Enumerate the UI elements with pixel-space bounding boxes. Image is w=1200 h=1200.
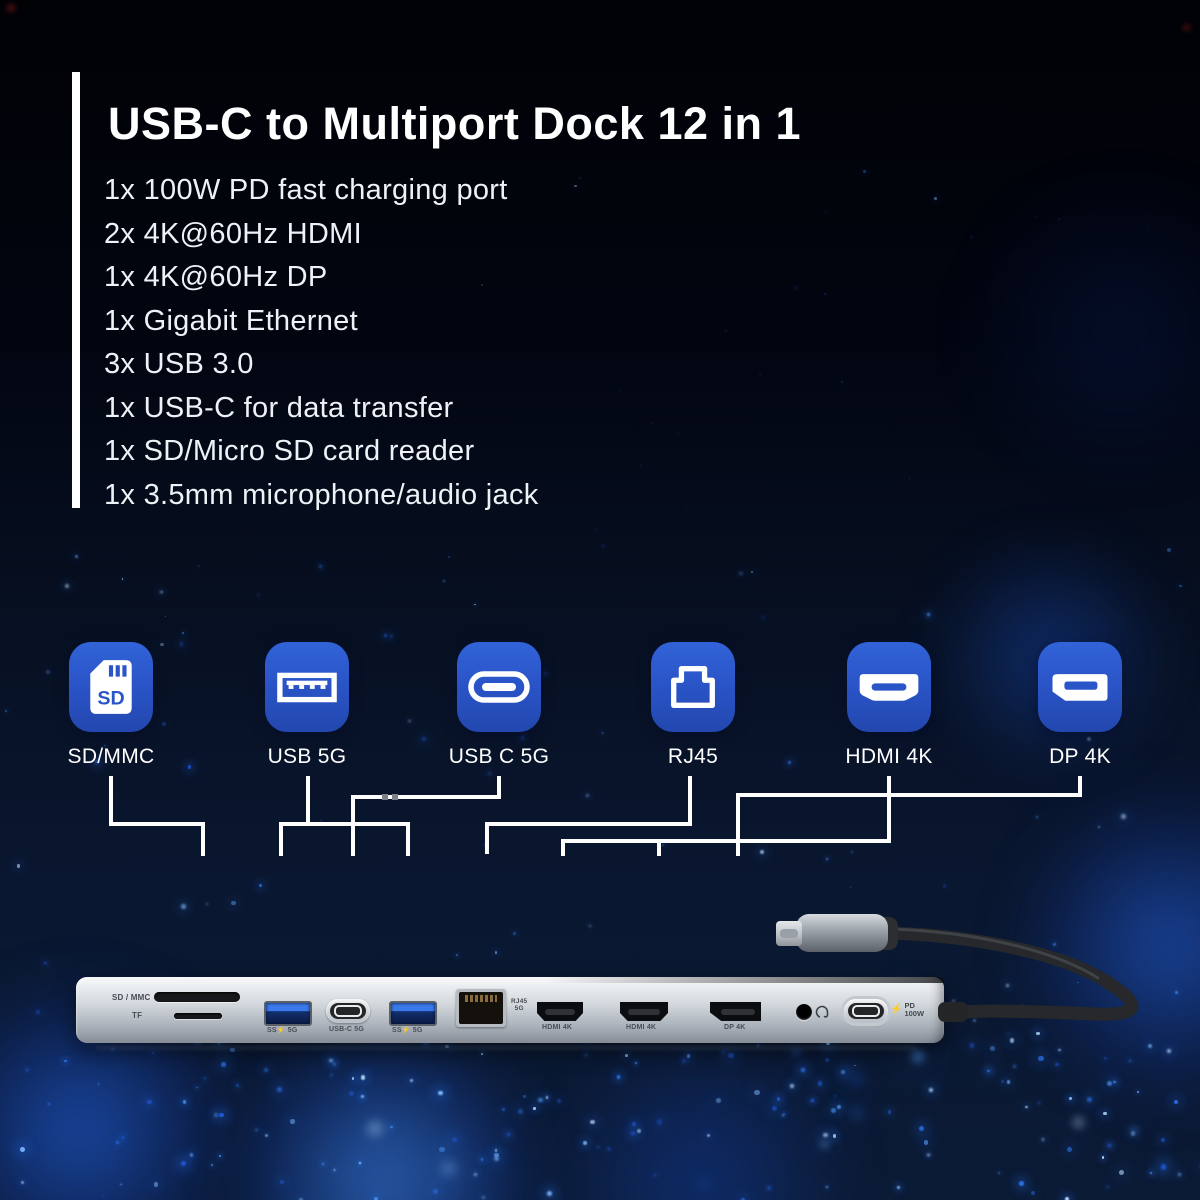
corner-speck [6,4,16,12]
icon-tile [457,642,541,732]
icon-tile [847,642,931,732]
port-icon-label: HDMI 4K [845,745,933,768]
port-icon-dp: DP 4K [1010,642,1150,769]
feature-item: 1x Gigabit Ethernet [104,304,358,337]
usb-a-port-1 [264,1001,312,1026]
hdmi-port-1 [537,1002,583,1021]
usb-c-icon [468,671,530,703]
audio-jack-port [796,1004,812,1020]
usb-a-port-2-label: SS⚡ 5G [392,1027,423,1034]
usb-c-data-port-label: USB-C 5G [329,1026,365,1033]
rj45-icon [671,666,715,708]
port-icon-label: SD/MMC [67,745,155,768]
feature-item: 1x 4K@60Hz DP [104,261,328,293]
icon-tile [265,642,349,732]
feature-item: 3x USB 3.0 [104,348,254,380]
headphone-icon [815,1005,829,1018]
dock-reflection [96,1046,916,1049]
port-icon-usb-a: USB 5G [237,642,377,769]
port-icon-label: USB 5G [267,745,347,768]
port-icon-rj45: RJ45 [623,642,763,769]
hdmi-port-1-label: HDMI 4K [542,1024,573,1031]
sd-card-icon: SD [90,660,132,714]
line-mark [392,794,398,800]
sd-slot-label: SD / MMC [112,993,151,1002]
title-accent-bar [72,72,80,508]
port-icon-sd: SD SD/MMC [41,642,181,769]
hdmi-port-2 [620,1002,668,1021]
svg-text:SD: SD [97,688,124,710]
feature-item: 1x 100W PD fast charging port [104,174,508,206]
icon-tile [1038,642,1122,732]
rj45-port [456,989,506,1027]
line-mark [382,794,388,800]
port-icon-usb-c: USB C 5G [429,642,569,769]
icon-tile [651,642,735,732]
usb-a-port-1-label: SS⚡ 5G [267,1027,298,1034]
hdmi-icon [859,674,919,701]
port-icon-label: DP 4K [1049,745,1111,768]
corner-speck [1182,24,1191,31]
dp-port-label: DP 4K [724,1024,746,1031]
port-icon-label: USB C 5G [448,745,550,768]
usb-a-port-2 [389,1001,437,1026]
feature-list: 1x 100W PD fast charging port 2x 4K@60Hz… [104,169,539,517]
port-icon-hdmi: HDMI 4K [819,642,959,769]
usb-c-pd-port [844,999,888,1023]
tf-slot-label: TF [132,1011,143,1020]
lightning-bolt-icon: ⚡ [890,1004,903,1015]
feature-item: 2x 4K@60Hz HDMI [104,217,362,250]
tf-card-slot [174,1013,222,1019]
sd-card-slot [154,992,240,1002]
page-title: USB-C to Multiport Dock 12 in 1 [108,98,802,150]
feature-item: 1x USB-C for data transfer [104,391,454,424]
feature-item: 1x SD/Micro SD card reader [104,435,475,467]
usb-a-icon [277,672,337,703]
usb-c-data-port [326,999,370,1023]
feature-item: 1x 3.5mm microphone/audio jack [104,478,539,511]
dp-port [710,1002,761,1021]
hdmi-port-2-label: HDMI 4K [626,1024,657,1031]
dp-icon [1052,674,1108,701]
port-icon-label: RJ45 [667,745,719,768]
icon-tile: SD [69,642,153,732]
